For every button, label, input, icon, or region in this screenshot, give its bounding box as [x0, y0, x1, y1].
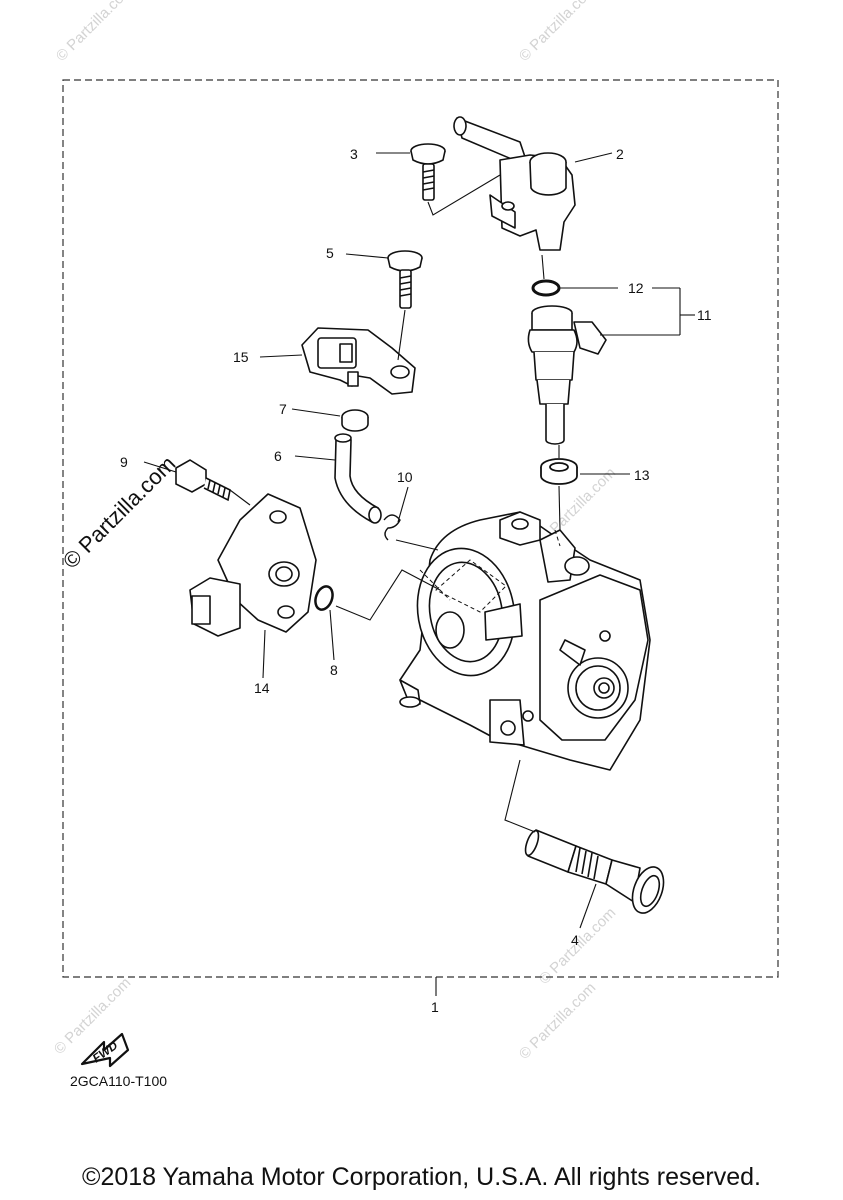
assembly-border: [62, 79, 779, 978]
copyright-notice: ©2018 Yamaha Motor Corporation, U.S.A. A…: [82, 1163, 761, 1191]
leader-lines: [143, 152, 695, 996]
callout-10: 10: [397, 469, 413, 485]
callout-4: 4: [571, 932, 579, 948]
callout-8: 8: [330, 662, 338, 678]
callout-2: 2: [616, 146, 624, 162]
callout-1: 1: [431, 999, 439, 1015]
catalog-code: 2GCA110-T100: [70, 1073, 168, 1089]
callout-5: 5: [326, 245, 334, 261]
part-12-o-ring: [531, 279, 561, 297]
part-11-injector: [527, 305, 607, 445]
callout-14: 14: [254, 680, 270, 696]
part-15-sensor: [301, 327, 416, 395]
part-2-joint: [453, 116, 576, 251]
callout-7: 7: [279, 401, 287, 417]
part-5-screw: [387, 250, 423, 309]
callout-11: 11: [697, 307, 712, 323]
fwd-arrow-icon: FWD: [80, 1032, 130, 1068]
part-14-sensor: [189, 493, 317, 637]
callout-6: 6: [274, 448, 282, 464]
part-6-hose: [334, 433, 382, 524]
callout-9: 9: [120, 454, 128, 470]
part-8-o-ring: [314, 585, 334, 611]
assembly-lines: [229, 174, 561, 833]
part-7-clip: [341, 409, 369, 432]
part-4-screw: [524, 829, 665, 914]
part-3-screw: [410, 143, 446, 201]
callout-15: 15: [233, 349, 249, 365]
watermark-top-left: © Partzilla.com: [53, 0, 136, 65]
hidden-lines: [419, 529, 561, 613]
part-9-screw: [175, 459, 231, 502]
callout-12: 12: [628, 280, 644, 296]
part-10-clip: [383, 514, 401, 541]
part-13-seal: [540, 458, 578, 485]
watermark-top-right: © Partzilla.com: [516, 0, 599, 65]
callouts: 1 2 3 4 5 6 7 8 9 10 11 12 13 14 15: [120, 146, 712, 1015]
callout-13: 13: [634, 467, 650, 483]
throttle-body: [399, 511, 651, 771]
callout-3: 3: [350, 146, 358, 162]
watermark-bottom-right: © Partzilla.com: [516, 979, 599, 1062]
